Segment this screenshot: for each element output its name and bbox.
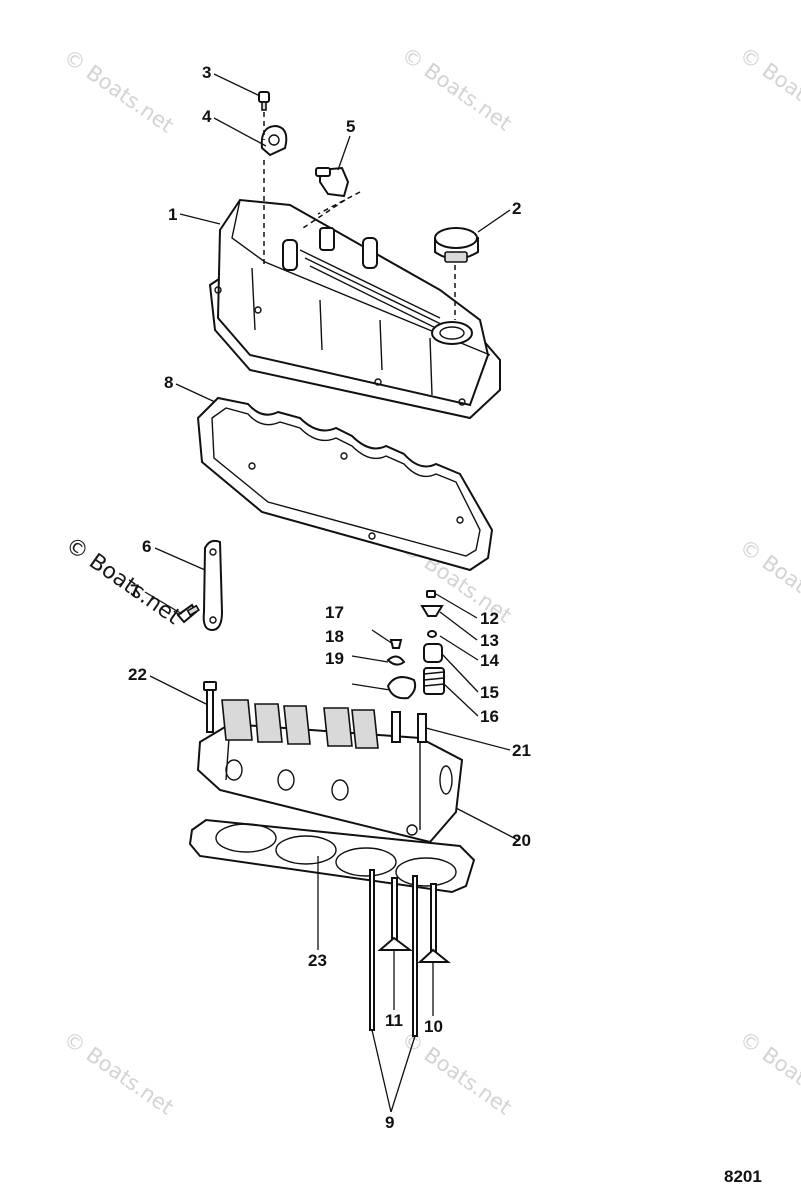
- callout-15: 15: [480, 683, 499, 702]
- callout-5: 5: [346, 117, 355, 136]
- callout-9: 9: [385, 1113, 394, 1132]
- callout-4: 4: [202, 107, 212, 126]
- callout-23: 23: [308, 951, 327, 970]
- callout-6: 6: [142, 537, 151, 556]
- callout-7: 7: [130, 581, 139, 600]
- head-bolt-22: [203, 681, 217, 733]
- callout-labels: 1 2 3 4 5 6 7 8 9 10 11 12 13 14 15 16 1…: [128, 63, 531, 1132]
- callout-2: 2: [512, 199, 521, 218]
- valve-cover-gasket: [196, 396, 494, 572]
- cylinder-head-gasket: [188, 818, 476, 894]
- callout-21: 21: [512, 741, 531, 760]
- valve-keepers-12: [426, 590, 436, 598]
- callout-13: 13: [480, 631, 499, 650]
- alignment-lines: [263, 112, 456, 320]
- callout-19: 19: [325, 649, 344, 668]
- callout-22: 22: [128, 665, 147, 684]
- valve-seal-14: [427, 630, 437, 638]
- breather-fitting-5: [315, 166, 350, 198]
- valve-cap-13: [420, 605, 444, 617]
- callout-18: 18: [325, 627, 344, 646]
- watermark-text: © Boats.net: [735, 1026, 801, 1119]
- lifting-bracket-6: [202, 539, 224, 632]
- rocker-nut-17: [389, 639, 403, 649]
- rocker-ball-18: [386, 655, 406, 666]
- bracket-screw-7: [176, 603, 200, 624]
- watermark-text: © Boats.net: [735, 534, 801, 627]
- callout-20: 20: [512, 831, 531, 850]
- callout-17: 17: [325, 603, 344, 622]
- callout-10: 10: [424, 1017, 443, 1036]
- hose-clip-4: [260, 124, 288, 157]
- valve-spring-16: [423, 667, 445, 695]
- callout-11: 11: [385, 1011, 403, 1030]
- cylinder-head: [196, 699, 464, 844]
- valve-cover: [208, 198, 501, 420]
- watermark-text: © Boats.net: [735, 42, 801, 135]
- valve-spring-retainer-15: [423, 643, 443, 663]
- callout-8: 8: [164, 373, 173, 392]
- exhaust-valve-10: [417, 883, 451, 963]
- callout-16: 16: [480, 707, 499, 726]
- watermark-text-dark: © Boats.net: [61, 532, 186, 630]
- watermark-text: © Boats.net: [59, 44, 178, 137]
- watermark-text: © Boats.net: [397, 1026, 516, 1119]
- callout-3: 3: [202, 63, 211, 82]
- figure-number: 8201: [724, 1167, 762, 1186]
- callout-12: 12: [480, 609, 499, 628]
- leader-lines: [144, 73, 519, 1113]
- screw-3: [258, 91, 270, 111]
- callout-1: 1: [168, 205, 177, 224]
- oil-filler-cap: [434, 227, 479, 263]
- callout-14: 14: [480, 651, 499, 670]
- watermark-text: © Boats.net: [59, 1026, 178, 1119]
- rocker-arm-19: [386, 676, 417, 700]
- intake-valve-11: [377, 877, 413, 951]
- watermark-text: © Boats.net: [397, 42, 516, 135]
